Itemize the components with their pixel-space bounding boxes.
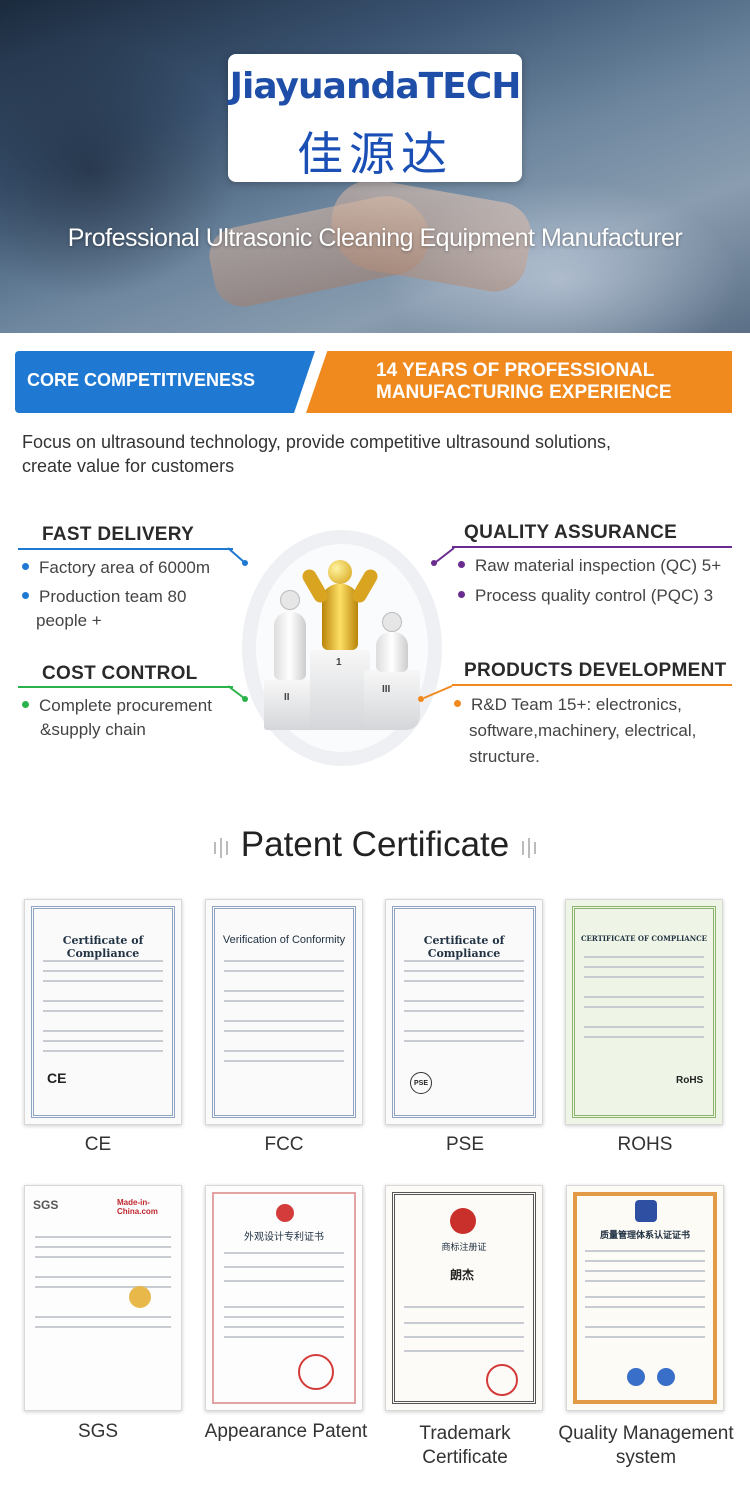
cert-label-appearance-patent: Appearance Patent (204, 1421, 368, 1442)
fcc-certificate-image: Verification of Conformity (205, 899, 363, 1125)
cert-doc-title: SGS (33, 1198, 59, 1212)
podium-first (310, 650, 370, 730)
podium-second-number: II (284, 692, 290, 703)
bullet-dot-icon (22, 701, 29, 709)
cost-control-title: COST CONTROL (42, 663, 198, 684)
cnas-logo-icon (657, 1368, 675, 1386)
cert-doc-title: 质量管理体系认证证书 (599, 1231, 690, 1241)
podium-third-number: III (382, 684, 391, 695)
certification-badge-icon (635, 1200, 657, 1222)
fast-delivery-connector (227, 547, 248, 566)
cert-doc-title: 商标注册证 (441, 1243, 487, 1253)
gold-seal-icon (129, 1286, 151, 1308)
fast-delivery-item-2-cont: people + (36, 611, 102, 630)
fast-delivery-title: FAST DELIVERY (42, 524, 195, 545)
products-item-1-cont: software,machinery, electrical, (469, 721, 697, 740)
trademark-certificate-image: 商标注册证 朗杰 (385, 1185, 543, 1411)
products-connector (418, 685, 453, 702)
patent-office-emblem-icon (276, 1204, 294, 1222)
fast-delivery-underline (18, 548, 233, 550)
company-logo: JiayuandaTECH 佳源达 (228, 54, 522, 182)
appearance-patent-image: 外观设计专利证书 (205, 1185, 363, 1411)
products-item-1-cont2: structure. (469, 747, 540, 766)
podium-third (364, 670, 420, 730)
cert-doc-title: Verification of Conformity (222, 934, 346, 946)
cert-doc-title: CERTIFICATE OF COMPLIANCE (580, 934, 708, 943)
products-development-title: PRODUCTS DEVELOPMENT (464, 660, 727, 681)
quality-assurance-title: QUALITY ASSURANCE (464, 522, 678, 543)
pse-mark: PSE (410, 1072, 432, 1094)
figure-second-head (280, 590, 300, 610)
quality-item-2: Process quality control (PQC) 3 (458, 584, 713, 608)
red-seal-icon (486, 1364, 518, 1396)
logo-english: JiayuandaTECH (229, 66, 522, 107)
patent-certificate-title: Patent Certificate (240, 825, 510, 864)
banner-right-line2: MANUFACTURING EXPERIENCE (376, 382, 672, 403)
quality-underline (452, 546, 732, 548)
intro-line2: create value for customers (22, 456, 235, 476)
intro-line1: Focus on ultrasound technology, provide … (22, 432, 612, 452)
cert-doc-title: Certificate of Compliance (62, 934, 144, 960)
bullet-dot-icon (458, 561, 465, 569)
cert-doc-title: 外观设计专利证书 (244, 1232, 324, 1243)
banner-left-label: CORE COMPETITIVENESS (27, 370, 256, 390)
figure-second-body (274, 612, 306, 680)
sgs-certificate-image: SGS Made-in-China.com (24, 1185, 182, 1411)
experience-banner: 14 YEARS OF PROFESSIONAL MANUFACTURING E… (306, 351, 732, 413)
podium-first-number: 1 (336, 657, 342, 668)
logo-chinese: 佳源达 (297, 127, 453, 181)
pse-certificate-image: Certificate of Compliance PSE (385, 899, 543, 1125)
red-seal-icon (298, 1354, 334, 1390)
podium-illustration: II 1 III (242, 520, 442, 770)
title-bars-right-icon (520, 836, 540, 860)
bullet-dot-icon (22, 563, 29, 571)
bullet-dot-icon (454, 700, 461, 708)
bullet-dot-icon (22, 592, 29, 600)
hero-shadow (0, 40, 240, 300)
hero-title: Professional Ultrasonic Cleaning Equipme… (67, 224, 683, 252)
cert-label-pse: PSE (445, 1134, 485, 1155)
ce-mark: CE (47, 1070, 67, 1086)
figure-third-head (382, 612, 402, 632)
cert-label-sgs: SGS (77, 1421, 119, 1442)
fast-delivery-item-2: Production team 80 (22, 585, 186, 609)
cert-label-fcc: FCC (264, 1134, 304, 1155)
core-competitiveness-banner: CORE COMPETITIVENESS (15, 351, 315, 413)
rohs-mark: RoHS (676, 1075, 704, 1086)
quality-item-1: Raw material inspection (QC) 5+ (458, 554, 721, 578)
title-bars-left-icon (212, 836, 232, 860)
figure-third-body (376, 632, 408, 672)
cost-connector (227, 685, 248, 702)
products-underline (452, 684, 732, 686)
rohs-certificate-image: CERTIFICATE OF COMPLIANCE RoHS (565, 899, 723, 1125)
products-item-1: R&D Team 15+: electronics, (454, 693, 682, 717)
cert-label-ce: CE (84, 1134, 112, 1155)
national-emblem-icon (450, 1208, 476, 1234)
trademark-mark: 朗杰 (450, 1268, 475, 1282)
cost-item-1-cont: &supply chain (40, 720, 146, 739)
bullet-dot-icon (458, 591, 465, 599)
cost-item-1: Complete procurement (22, 694, 212, 718)
made-in-china-mark: Made-in-China.com (117, 1198, 158, 1216)
cert-label-rohs: ROHS (617, 1134, 673, 1155)
cert-doc-title: Certificate of Compliance (423, 934, 505, 960)
figure-gold-head (328, 560, 352, 584)
cost-underline (18, 686, 233, 688)
cert-label-trademark: Trademark Certificate (419, 1423, 511, 1468)
fast-delivery-item-1: Factory area of 6000m (22, 556, 210, 580)
quality-management-certificate-image: 质量管理体系认证证书 (566, 1185, 724, 1411)
podium-second (264, 680, 316, 730)
iaf-logo-icon (627, 1368, 645, 1386)
ce-certificate-image: Certificate of Compliance CE (24, 899, 182, 1125)
hero-banner: JiayuandaTECH 佳源达 Professional Ultrasoni… (0, 0, 750, 333)
quality-connector (431, 547, 455, 566)
cert-label-quality-management: Quality Management system (558, 1423, 734, 1468)
intro-text: Focus on ultrasound technology, provide … (22, 430, 732, 478)
banner-right-line1: 14 YEARS OF PROFESSIONAL (376, 360, 655, 381)
